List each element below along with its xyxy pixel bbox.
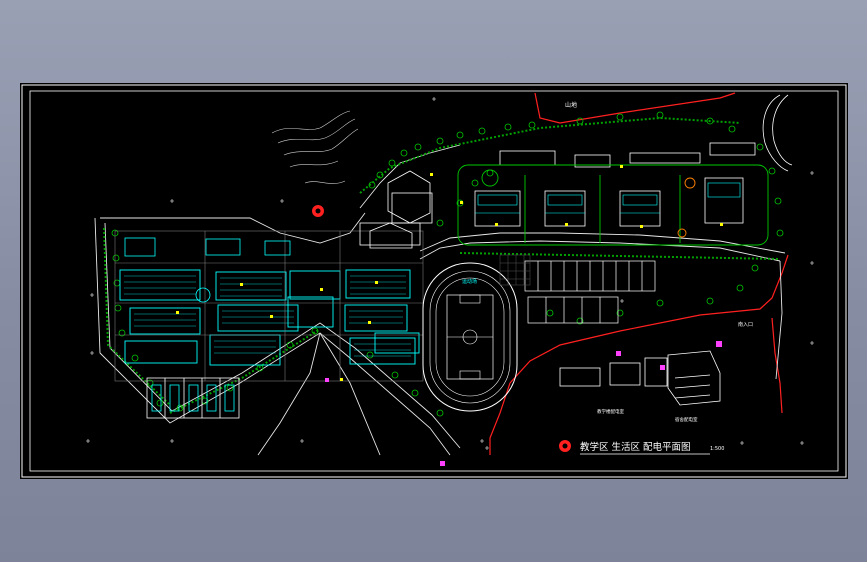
drawing-title: 教学区 生活区 配电平面图 (580, 441, 691, 453)
electrical-symbols (176, 165, 723, 381)
hill-contours (271, 110, 359, 184)
label-note-1: 教学楼配电室 (597, 408, 624, 415)
east-buildings (559, 350, 721, 406)
grid-crosshairs (86, 97, 814, 450)
drawing-scale: 1:500 (710, 446, 724, 452)
library-building (369, 170, 431, 249)
label-note-2: 宿舍配电室 (675, 416, 698, 423)
academic-details (475, 182, 741, 214)
outer-frame (21, 84, 847, 478)
tennis-courts (146, 377, 240, 419)
residential-buildings (119, 269, 420, 366)
sports-courts (524, 260, 656, 324)
magenta-markers (325, 341, 722, 466)
residential-outline-grid (114, 230, 424, 382)
trees (111, 111, 784, 417)
academic-buildings (359, 142, 756, 246)
compass-markers (312, 205, 571, 452)
tree-band (103, 116, 781, 414)
academic-greens (457, 164, 769, 246)
label-hill: 山地 (565, 101, 577, 109)
roads (94, 144, 786, 456)
residential-hatching (124, 275, 411, 357)
court-grid (499, 254, 531, 286)
curved-building (762, 94, 793, 172)
inner-frame (29, 90, 839, 472)
site-boundary (489, 92, 789, 455)
track-label: 运动场 (462, 278, 477, 285)
residential-annex (124, 237, 291, 303)
label-entrance: 南入口 (738, 321, 753, 328)
cad-drawing-viewport[interactable]: 运动场 (20, 83, 848, 479)
running-track (422, 262, 518, 412)
